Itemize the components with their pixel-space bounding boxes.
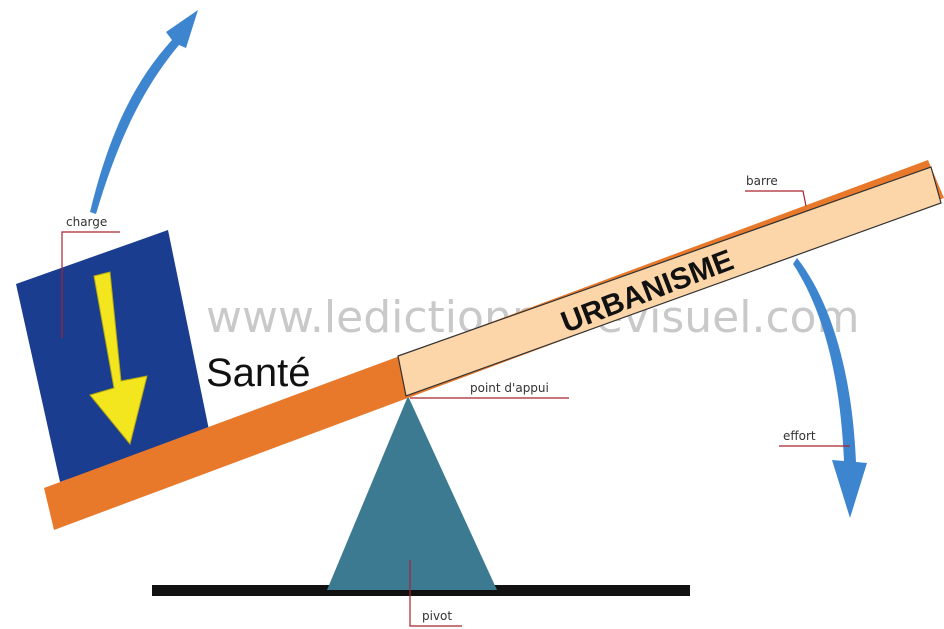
label-barre: barre: [746, 174, 778, 188]
label-charge: charge: [66, 215, 107, 229]
curved-arrow-up-icon: [90, 10, 198, 214]
pivot-triangle: [327, 396, 497, 590]
load-arrow-icon: [89, 271, 148, 446]
label-point-appui: point d'appui: [470, 381, 549, 395]
barre-overlay: [397, 166, 942, 397]
leader-charge: [61, 231, 120, 338]
ground-line: [152, 585, 690, 596]
curved-arrow-down-icon: [793, 258, 867, 518]
leader-barre: [745, 190, 807, 207]
label-pivot: pivot: [422, 609, 452, 623]
leader-pivot: [409, 560, 462, 627]
sante-label: Santé: [206, 351, 311, 395]
leader-lines: [61, 190, 850, 627]
label-effort: effort: [783, 429, 816, 443]
